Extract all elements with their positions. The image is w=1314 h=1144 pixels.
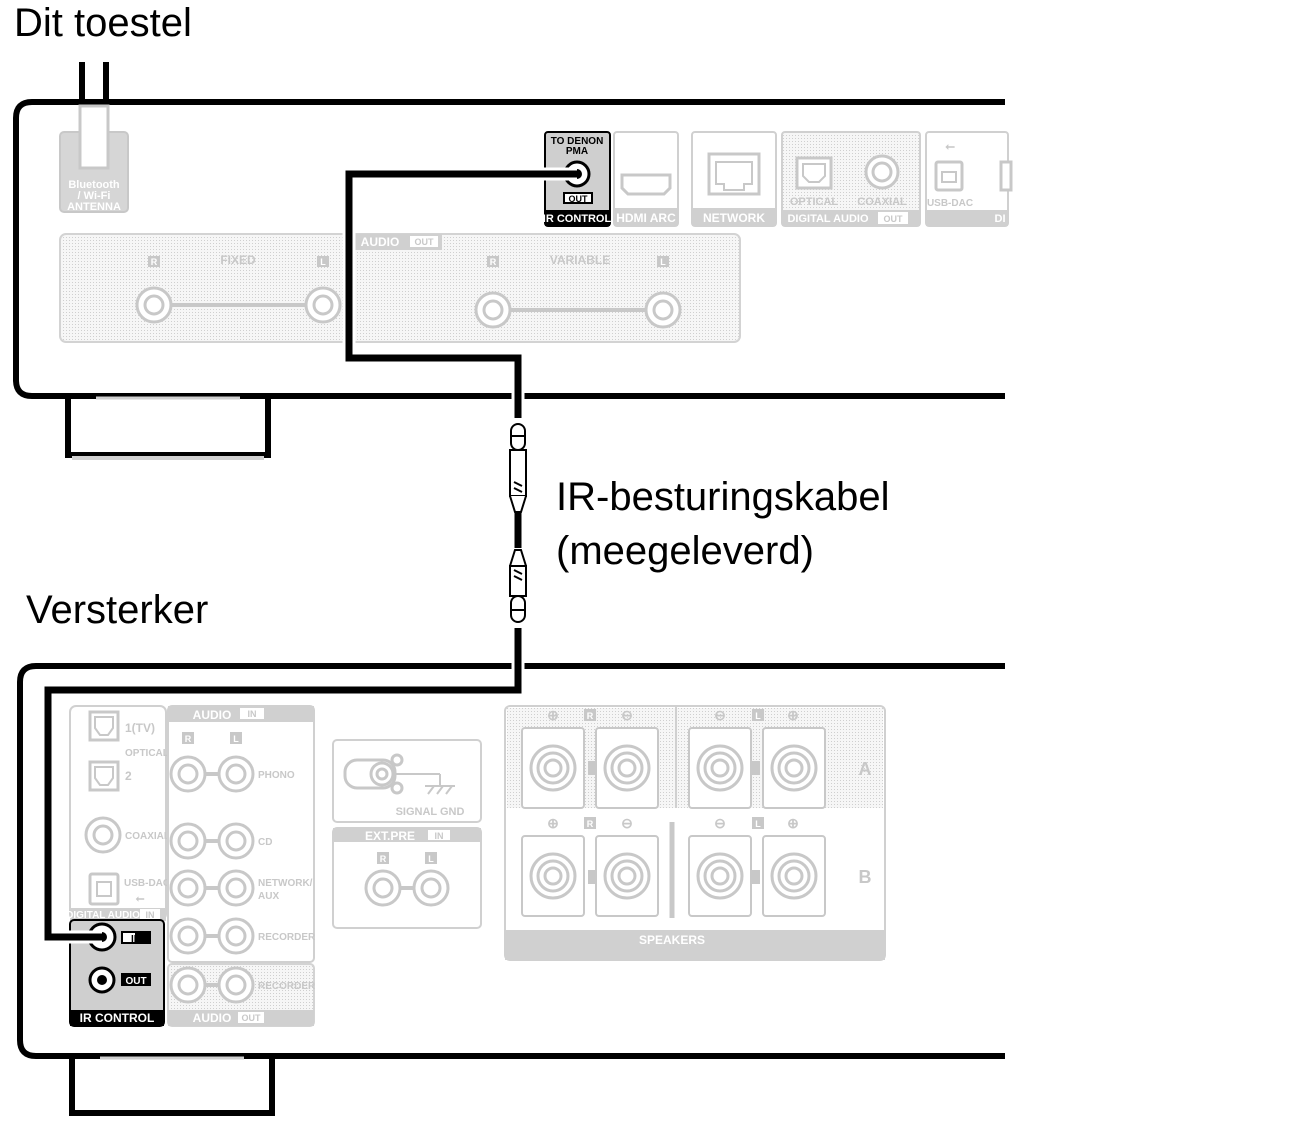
ir-to-denon-label-2: PMA — [566, 146, 588, 157]
svg-text:⊕: ⊕ — [787, 815, 799, 831]
antenna-label-1: Bluetooth — [68, 179, 120, 191]
amp-audio-out-label: OUT — [242, 1013, 262, 1023]
svg-text:⊕: ⊕ — [787, 707, 799, 723]
svg-text:⊕: ⊕ — [547, 707, 559, 723]
amp-audio-out-panel: RECORDER AUDIO OUT — [167, 963, 316, 1027]
cable-plug-top — [509, 423, 527, 513]
digital-audio-out-terminal: OPTICAL COAXIAL DIGITAL AUDIO OUT — [781, 131, 921, 227]
amp-usb-dac-label: USB-DAC — [124, 878, 170, 889]
amp-recorder-label: RECORDER — [258, 932, 316, 943]
hdmi-arc-terminal: HDMI ARC — [613, 131, 679, 227]
amp-ir-control-terminal: IN OUT IR CONTROL — [69, 919, 165, 1027]
cable-label-line2: (meegeleverd) — [556, 529, 814, 573]
speakers-label: SPEAKERS — [639, 933, 705, 947]
svg-text:⊖: ⊖ — [621, 707, 633, 723]
ext-r-label: R — [380, 854, 387, 864]
variable-r-label: R — [490, 257, 497, 267]
ir-to-denon-label-1: TO DENON — [551, 136, 604, 147]
amp-digital-audio-in: 1(TV) OPTICAL 2 COAXIAL USB-DAC ⭠ DIGITA… — [66, 705, 170, 921]
spk-b-r-label: R — [587, 819, 594, 829]
this-unit-device: Bluetooth / Wi-Fi ANTENNA TO DENON PMA O… — [13, 62, 1013, 460]
fixed-label: FIXED — [220, 253, 256, 267]
amp-digital-in-label: IN — [146, 910, 155, 920]
speaker-a-label: A — [859, 759, 872, 779]
unit-optical-label: OPTICAL — [790, 196, 839, 208]
antenna-label-2: / Wi-Fi — [78, 190, 111, 202]
amp-ir-out-label: OUT — [125, 976, 146, 987]
variable-label: VARIABLE — [550, 253, 610, 267]
fixed-r-label: R — [151, 257, 158, 267]
amp-ir-control-label: IR CONTROL — [80, 1011, 155, 1025]
ext-pre-in-label: IN — [435, 831, 444, 841]
unit-digital-audio-label: DIGITAL AUDIO — [787, 213, 869, 225]
svg-text:⊖: ⊖ — [714, 707, 726, 723]
amp-phono-label: PHONO — [258, 770, 295, 781]
amp-in-r-label: R — [185, 734, 192, 744]
amp-cd-label: CD — [258, 837, 272, 848]
amp-digital-audio-label: DIGITAL AUDIO — [66, 910, 140, 921]
signal-gnd-terminal: SIGNAL GND — [332, 739, 482, 823]
hdmi-arc-label: HDMI ARC — [616, 211, 676, 225]
network-label: NETWORK — [703, 211, 765, 225]
unit-usb-dac-label: USB-DAC — [927, 198, 973, 209]
unit-ir-out-label: OUT — [569, 194, 589, 204]
audio-out-panel: AUDIO OUT FIXED VARIABLE R L R L — [59, 233, 741, 343]
network-terminal: NETWORK — [691, 131, 777, 227]
amp-tv-label: 1(TV) — [125, 721, 155, 735]
signal-gnd-label: SIGNAL GND — [396, 806, 465, 818]
unit-ir-control-terminal: TO DENON PMA OUT IR CONTROL — [543, 131, 612, 227]
antenna-terminal: Bluetooth / Wi-Fi ANTENNA — [59, 104, 129, 213]
amp-ir-in-label: IN — [131, 934, 141, 945]
amp-optical-label: OPTICAL — [125, 748, 169, 759]
amp-in-l-label: L — [233, 734, 239, 744]
amp-audio-in-label: IN — [248, 709, 257, 719]
svg-text:⊖: ⊖ — [621, 815, 633, 831]
svg-text:⊖: ⊖ — [714, 815, 726, 831]
amp-audio-label: AUDIO — [193, 708, 232, 722]
amp-network-aux-label-1: NETWORK/ — [258, 878, 313, 889]
antenna-label-3: ANTENNA — [67, 201, 121, 213]
amplifier-title: Versterker — [26, 588, 208, 632]
spk-b-l-label: L — [755, 819, 761, 829]
ir-control-cable — [41, 167, 577, 944]
cable-label-line1: IR-besturingskabel — [556, 475, 890, 519]
ext-pre-in-terminal: EXT.PRE IN R L — [332, 827, 482, 929]
unit-audio-out-label: OUT — [415, 237, 435, 247]
unit-audio-label: AUDIO — [361, 235, 400, 249]
speakers-terminal: SPEAKERS A B ⊕ R ⊖ ⊖ L ⊕ ⊕ R ⊖ ⊖ L ⊕ — [504, 705, 886, 961]
unit-digital-out-label: OUT — [884, 214, 904, 224]
unit-coaxial-label: COAXIAL — [857, 196, 907, 208]
unit-ir-control-label: IR CONTROL — [543, 213, 612, 225]
spk-a-l-label: L — [755, 711, 761, 721]
spk-a-r-label: R — [587, 711, 594, 721]
ext-l-label: L — [428, 854, 434, 864]
amp-network-aux-label-2: AUX — [258, 891, 279, 902]
amp-coaxial-label: COAXIAL — [125, 831, 170, 842]
amp-recorder-out-label: RECORDER — [258, 981, 316, 992]
speaker-b-label: B — [859, 867, 872, 887]
unit-digital-cut-label: DI — [995, 213, 1006, 225]
variable-l-label: L — [660, 257, 666, 267]
usb-dac-terminal: ⭠ USB-DAC DI — [925, 131, 1013, 227]
amp-two-label: 2 — [125, 769, 132, 783]
amp-audio-in-panel: AUDIO IN R L PHONO CD NETWORK/ AUX RECOR… — [167, 705, 316, 963]
fixed-l-label: L — [320, 257, 326, 267]
amp-audio-out-audio-label: AUDIO — [193, 1011, 232, 1025]
ext-pre-label: EXT.PRE — [365, 829, 415, 843]
svg-text:⭠: ⭠ — [945, 139, 955, 153]
amplifier-device: 1(TV) OPTICAL 2 COAXIAL USB-DAC ⭠ DIGITA… — [17, 663, 1005, 1116]
svg-text:⭠: ⭠ — [136, 893, 145, 905]
cable-plug-bottom — [509, 549, 527, 623]
svg-text:⊕: ⊕ — [547, 815, 559, 831]
unit-title: Dit toestel — [14, 1, 192, 45]
